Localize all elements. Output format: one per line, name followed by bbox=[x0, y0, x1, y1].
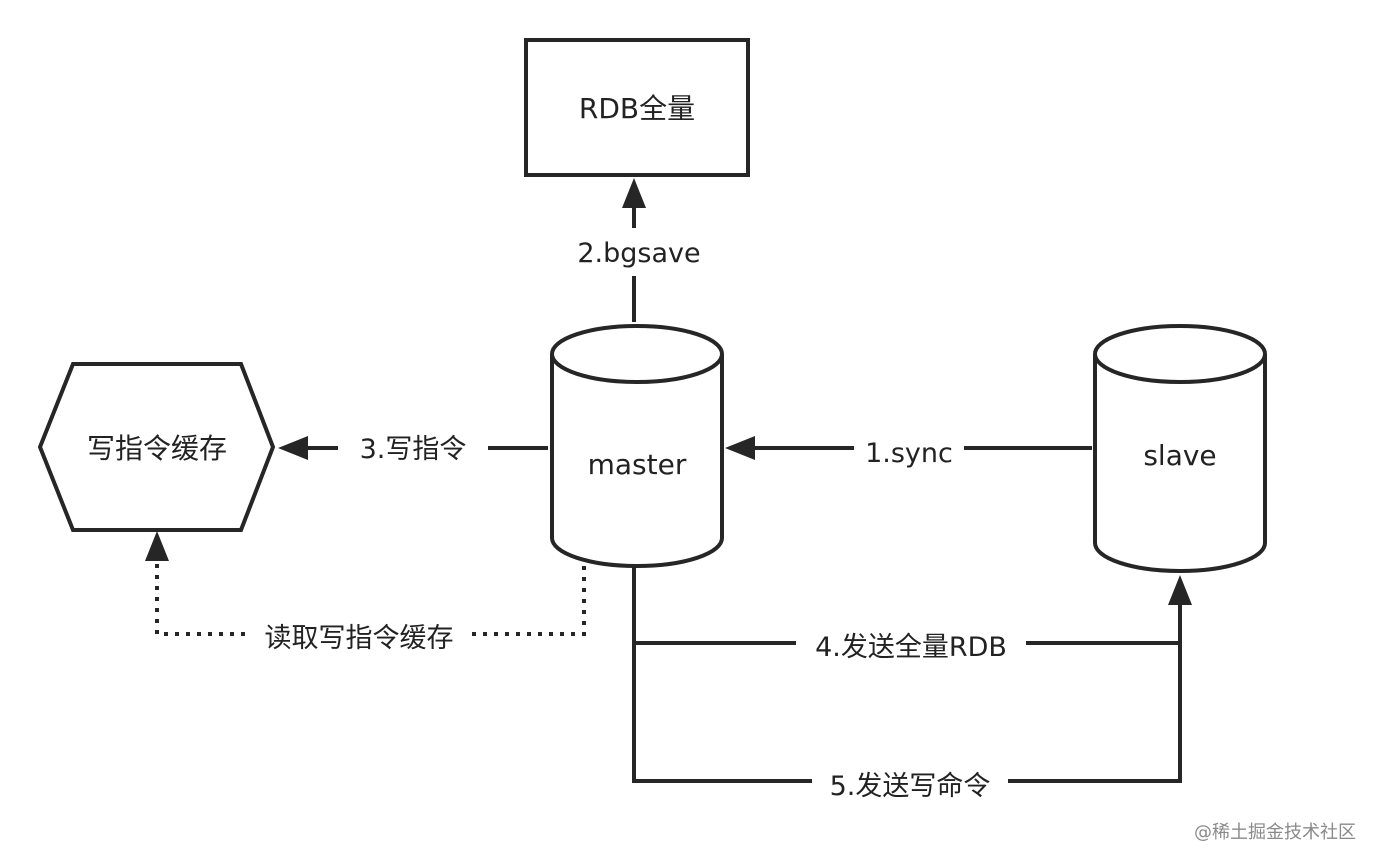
edge-write-cmd-arrowhead bbox=[278, 436, 308, 460]
watermark: @稀土掘金技术社区 bbox=[1194, 822, 1356, 843]
node-slave-label: slave bbox=[1143, 439, 1216, 472]
node-write-cache: 写指令缓存 bbox=[37, 362, 276, 532]
edge-read-cache-label-bg bbox=[246, 614, 472, 658]
edge-read-cache: 读取写指令缓存 bbox=[145, 531, 586, 658]
edge-bgsave-arrowhead bbox=[622, 178, 646, 208]
edge-send-rdb-label-bg bbox=[796, 622, 1026, 666]
edge-bgsave: 2.bgsave bbox=[560, 178, 708, 322]
node-rdb: RDB全量 bbox=[524, 38, 750, 177]
node-slave: slave bbox=[1093, 324, 1267, 573]
edge-sync-arrowhead bbox=[725, 436, 755, 460]
edge-read-cache-arrowhead bbox=[145, 531, 169, 561]
edge-read-cache-label: 读取写指令缓存 bbox=[265, 623, 454, 654]
node-master: master bbox=[550, 324, 724, 568]
edge-send-write-cmd: 5.发送写命令 bbox=[632, 575, 1192, 804]
edge-send-rdb-label: 4.发送全量RDB bbox=[815, 632, 1007, 663]
edge-send-write-cmd-arrowhead bbox=[1168, 575, 1192, 605]
edge-bgsave-label: 2.bgsave bbox=[577, 238, 700, 269]
edge-sync-label: 1.sync bbox=[865, 438, 953, 469]
edge-sync-label-bg bbox=[854, 424, 964, 472]
edge-send-write-cmd-label-bg bbox=[812, 760, 1008, 804]
node-master-body bbox=[550, 354, 724, 568]
edge-send-rdb: 4.发送全量RDB bbox=[632, 566, 1180, 666]
node-master-label: master bbox=[588, 448, 687, 481]
node-slave-top bbox=[1093, 324, 1267, 384]
edge-write-cmd-label: 3.写指令 bbox=[360, 434, 467, 465]
edge-send-write-cmd-label: 5.发送写命令 bbox=[830, 771, 991, 802]
edge-sync: 1.sync bbox=[725, 424, 1092, 472]
node-rdb-box bbox=[524, 38, 750, 177]
edge-bgsave-label-bg bbox=[560, 228, 708, 276]
node-write-cache-hexagon bbox=[37, 362, 276, 532]
node-write-cache-label: 写指令缓存 bbox=[87, 432, 227, 465]
node-slave-body bbox=[1093, 354, 1267, 573]
edge-write-cmd: 3.写指令 bbox=[278, 424, 548, 472]
edge-read-cache-line bbox=[155, 560, 586, 636]
node-rdb-label: RDB全量 bbox=[579, 92, 695, 125]
edge-write-cmd-label-bg bbox=[338, 424, 488, 472]
node-master-top bbox=[550, 324, 724, 384]
